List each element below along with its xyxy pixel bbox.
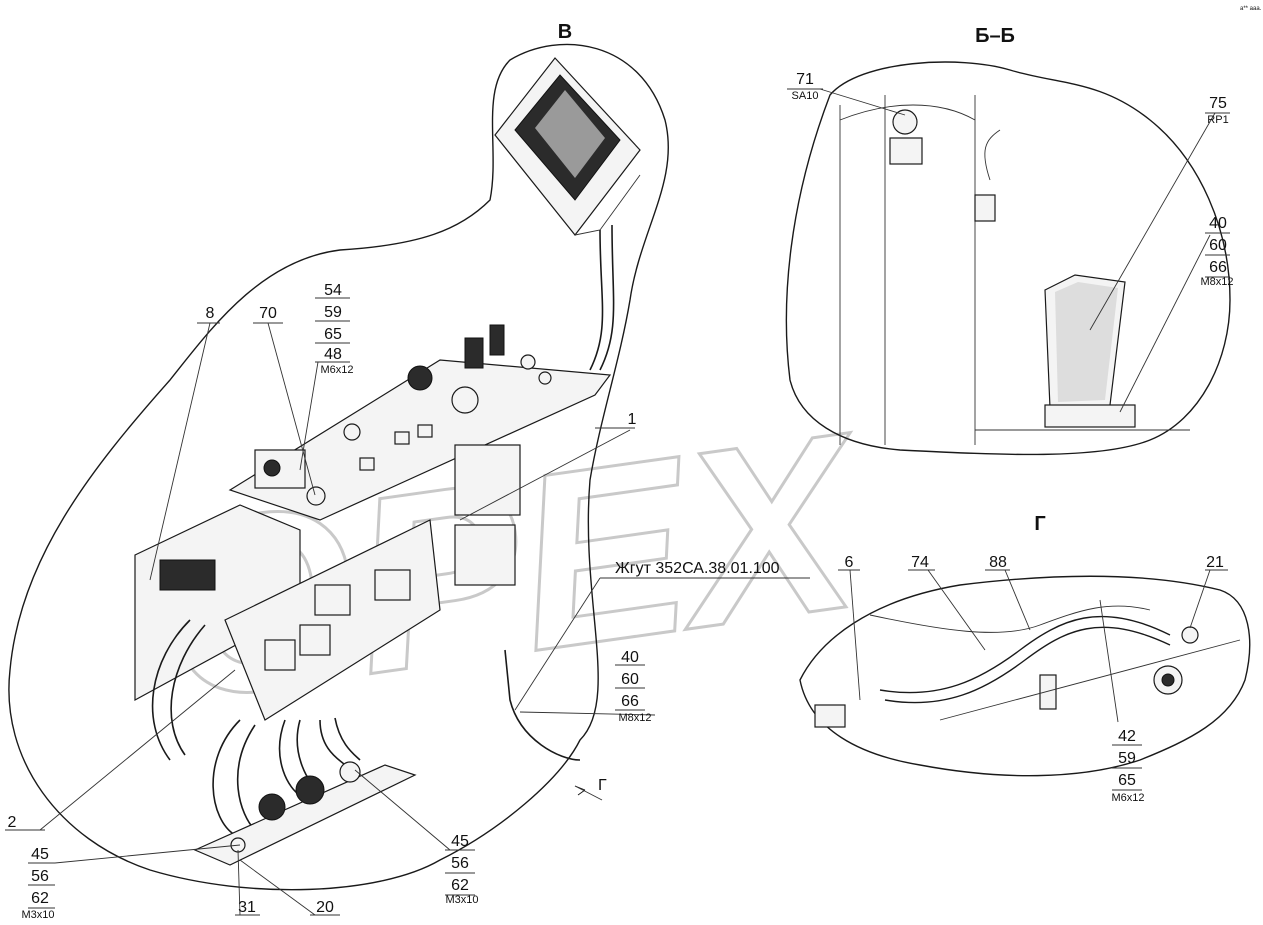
callout-65-b: 65 xyxy=(1118,772,1136,789)
detail-g-parts xyxy=(814,605,1241,728)
callout-6: 6 xyxy=(845,554,854,571)
view-title-bb: Б–Б xyxy=(975,25,1015,47)
callout-88: 88 xyxy=(989,554,1007,571)
callout-2: 2 xyxy=(8,814,17,831)
spec-m8x12: М8х12 xyxy=(618,712,651,724)
callout-45-b: 45 xyxy=(451,833,469,850)
section-bb-outline xyxy=(785,61,1231,456)
spec-m3x10: М3х10 xyxy=(21,909,54,921)
base-plate xyxy=(193,761,417,866)
corner-note: a** aaa. xyxy=(1240,6,1262,12)
callout-70: 70 xyxy=(259,305,277,322)
callout-62: 62 xyxy=(31,890,49,907)
callout-60-b: 60 xyxy=(1209,237,1227,254)
callout-59-b: 59 xyxy=(1118,750,1136,767)
callout-40: 40 xyxy=(621,649,639,666)
callout-54: 54 xyxy=(324,282,342,299)
control-panel xyxy=(228,324,612,521)
callout-74: 74 xyxy=(911,554,929,571)
spec-m6x12-b: М6х12 xyxy=(1111,792,1144,804)
section-bb-parts xyxy=(839,95,1190,445)
callout-56: 56 xyxy=(31,868,49,885)
spec-m6x12: М6х12 xyxy=(320,364,353,376)
view-title-g: Г xyxy=(1034,513,1045,535)
callout-66: 66 xyxy=(621,693,639,710)
designator-sa10: SA10 xyxy=(792,90,819,102)
callout-40-b: 40 xyxy=(1209,215,1227,232)
callout-45: 45 xyxy=(31,846,49,863)
callout-1: 1 xyxy=(628,411,637,428)
callout-60: 60 xyxy=(621,671,639,688)
callout-48: 48 xyxy=(324,346,342,363)
view-arrow-g-label: Г xyxy=(598,777,607,794)
leader-lines xyxy=(5,88,1230,916)
relay-board xyxy=(134,444,521,721)
callout-75: 75 xyxy=(1209,95,1227,112)
main-view-outline xyxy=(8,43,669,891)
callout-65: 65 xyxy=(324,326,342,343)
harness-label: Жгут 352СА.38.01.100 xyxy=(615,560,780,577)
display-monitor xyxy=(494,57,641,236)
callout-21: 21 xyxy=(1206,554,1224,571)
callout-62-b: 62 xyxy=(451,877,469,894)
detail-g-outline xyxy=(799,575,1251,777)
callout-8: 8 xyxy=(206,305,215,322)
callout-71: 71 xyxy=(796,71,814,88)
designator-rp1: RP1 xyxy=(1207,114,1228,126)
view-title-v: В xyxy=(558,21,572,43)
callout-20: 20 xyxy=(316,899,334,916)
spec-m3x10-b: М3х10 xyxy=(445,894,478,906)
callout-56-b: 56 xyxy=(451,855,469,872)
cable-hoses xyxy=(151,224,615,836)
callout-66-b: 66 xyxy=(1209,259,1227,276)
callout-42: 42 xyxy=(1118,728,1136,745)
callout-31: 31 xyxy=(238,899,256,916)
spec-m8x12-b: М8х12 xyxy=(1200,276,1233,288)
callout-59: 59 xyxy=(324,304,342,321)
